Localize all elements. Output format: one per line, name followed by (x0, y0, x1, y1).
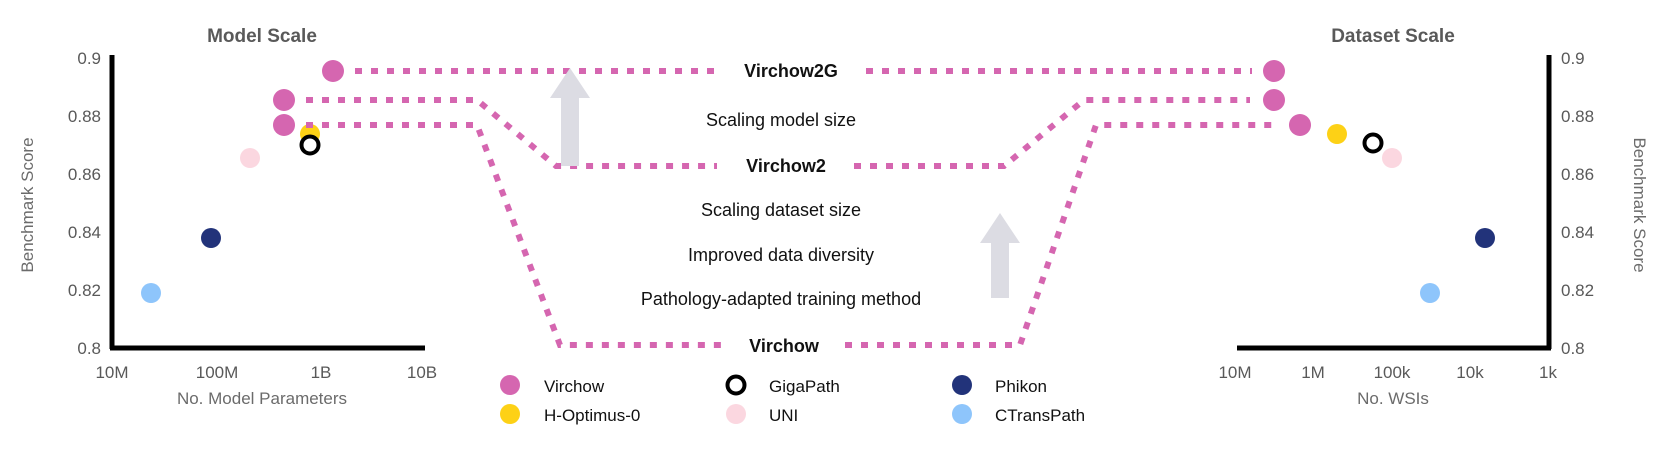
legend-swatch-gigapath[interactable] (725, 374, 747, 396)
left-panel-title: Model Scale (207, 26, 317, 47)
left-point-ctranspath (141, 283, 161, 303)
arrow-up-model-size-icon (550, 68, 590, 166)
center-annotations: Virchow2G Scaling model size Virchow2 Sc… (641, 61, 921, 356)
legend-label-h-optimus-0: H-Optimus-0 (544, 406, 640, 425)
right-xlabel: No. WSIs (1357, 389, 1429, 408)
label-pathology-training: Pathology-adapted training method (641, 289, 921, 309)
right-ytick-4: 0.82 (1561, 281, 1594, 300)
connector-right-virchow2 (854, 97, 1250, 169)
right-point-phikon (1475, 228, 1495, 248)
connector-left-virchow2 (306, 97, 717, 169)
legend-label-ctranspath: CTransPath (995, 406, 1085, 425)
right-point-virchow2 (1263, 89, 1285, 111)
right-xtick-0: 10M (1218, 363, 1251, 382)
left-point-uni (240, 148, 260, 168)
right-ytick-5: 0.8 (1561, 339, 1585, 358)
right-point-uni (1382, 148, 1402, 168)
right-point-gigapath (1362, 132, 1384, 154)
right-point-h-optimus-0 (1327, 124, 1347, 144)
legend-label-phikon: Phikon (995, 377, 1047, 396)
right-xtick-3: 10k (1456, 363, 1484, 382)
left-point-virchow (273, 114, 295, 136)
left-ytick-3: 0.84 (68, 223, 101, 242)
label-virchow2g: Virchow2G (744, 61, 838, 81)
left-ytick-5: 0.8 (77, 339, 101, 358)
left-panel: Model Scale 0.9 0.88 0.86 0.84 0.82 0.8 … (18, 26, 437, 408)
right-ytick-3: 0.84 (1561, 223, 1594, 242)
left-point-phikon (201, 228, 221, 248)
left-ytick-2: 0.86 (68, 165, 101, 184)
arrow-up-dataset-size-icon (980, 213, 1020, 298)
right-panel: Dataset Scale 0.9 0.88 0.86 0.84 0.82 0.… (1218, 26, 1649, 408)
legend: Virchow H-Optimus-0 GigaPath UNI Phikon … (500, 374, 1085, 425)
gray-arrows (550, 68, 1020, 298)
right-xtick-1: 1M (1301, 363, 1325, 382)
connector-right-virchow (845, 122, 1278, 348)
connectors-left (306, 68, 722, 348)
left-xtick-2: 1B (311, 363, 332, 382)
label-improved-data-diversity: Improved data diversity (688, 245, 874, 265)
legend-label-gigapath: GigaPath (769, 377, 840, 396)
left-point-gigapath (299, 134, 321, 156)
label-scaling-model-size: Scaling model size (706, 110, 856, 130)
legend-swatch-uni[interactable] (726, 404, 746, 424)
right-ytick-0: 0.9 (1561, 49, 1585, 68)
left-ytick-1: 0.88 (68, 107, 101, 126)
legend-label-uni: UNI (769, 406, 798, 425)
left-xtick-3: 10B (407, 363, 437, 382)
right-xtick-2: 100k (1374, 363, 1411, 382)
label-virchow: Virchow (749, 336, 820, 356)
legend-label-virchow: Virchow (544, 377, 605, 396)
right-point-virchow2g (1263, 60, 1285, 82)
left-ylabel: Benchmark Score (18, 137, 37, 272)
connector-left-virchow (306, 122, 722, 348)
legend-swatch-h-optimus-0[interactable] (500, 404, 520, 424)
right-ytick-1: 0.88 (1561, 107, 1594, 126)
left-ytick-0: 0.9 (77, 49, 101, 68)
right-point-virchow (1289, 114, 1311, 136)
right-point-ctranspath (1420, 283, 1440, 303)
legend-swatch-phikon[interactable] (952, 375, 972, 395)
right-xtick-4: 1k (1539, 363, 1557, 382)
left-xlabel: No. Model Parameters (177, 389, 347, 408)
right-ytick-2: 0.86 (1561, 165, 1594, 184)
left-point-virchow2g (322, 60, 344, 82)
left-ytick-4: 0.82 (68, 281, 101, 300)
left-point-virchow2 (273, 89, 295, 111)
left-xtick-0: 10M (95, 363, 128, 382)
label-virchow2: Virchow2 (746, 156, 826, 176)
right-panel-title: Dataset Scale (1331, 26, 1455, 47)
left-xtick-1: 100M (196, 363, 239, 382)
connectors-right (845, 68, 1278, 348)
legend-swatch-virchow[interactable] (500, 375, 520, 395)
right-ylabel: Benchmark Score (1630, 137, 1649, 272)
legend-swatch-ctranspath[interactable] (952, 404, 972, 424)
label-scaling-dataset-size: Scaling dataset size (701, 200, 861, 220)
